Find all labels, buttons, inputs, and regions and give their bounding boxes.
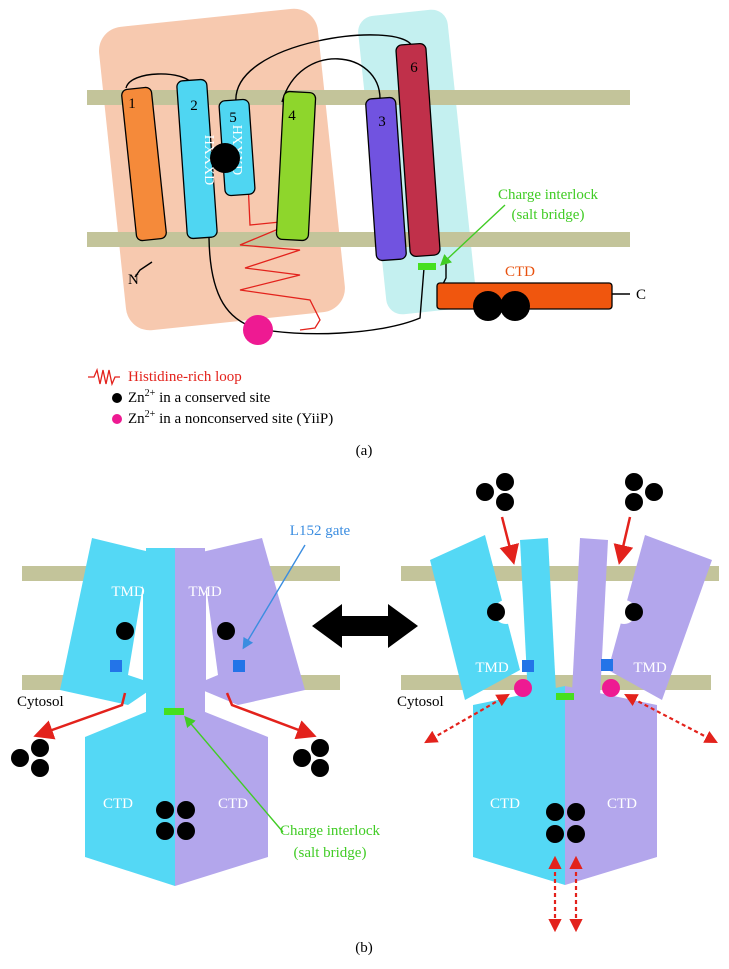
helix-label-6: 6 [410,60,418,76]
cavity-purple-left [206,585,218,680]
tmd-purple-right-outer [608,535,712,700]
tmd-label-cyan-left: TMD [111,584,145,600]
legend-zinc-nonconserved-icon [112,414,122,424]
release-arrow-purple-left [225,692,317,740]
zinc-nonconserved-loop [243,315,273,345]
ctd-label-purple-right: CTD [607,796,637,812]
cytosol-label-left: Cytosol [17,694,64,710]
zinc-cluster-released-left-purple [293,739,329,777]
influx-arrow-cyan-right [499,516,519,565]
ctd-label-purple-left: CTD [218,796,248,812]
ctd-purple-right [565,686,657,885]
ctd-cyan-left [85,700,175,886]
tmd-label-purple-left: TMD [188,584,222,600]
ctd-cyan-right [473,686,565,885]
zinc-cluster-released-left-cyan [11,739,49,777]
tmd-label-purple-right: TMD [633,660,667,676]
panel-b: TMD TMD L152 gate Charge interlock (salt… [11,473,719,956]
zinc-ctd-1 [473,291,503,321]
zinc-tmd-purple-left [217,622,235,640]
helix-label-1: 1 [128,96,136,112]
charge-interlock-label-b: Charge interlock [280,823,381,839]
helix-label-5: 5 [229,110,237,126]
ctd-label-a: CTD [505,264,535,280]
helix-1 [121,86,167,242]
helix-3 [365,96,407,262]
charge-interlock-bar-b-right [556,693,574,700]
legend-his-loop-text: Histidine-rich loop [128,369,242,385]
ctd-label-cyan-left: CTD [103,796,133,812]
ctd-purple-left [175,700,268,886]
tmd-cyan-left-outer [60,538,150,705]
zinc-conserved-tmd [210,143,240,173]
tmd-cyan-right-core [520,538,556,697]
zinc-tmd-cyan-right [487,603,505,621]
gate-square-purple-right [601,659,613,671]
legend-zinc-conserved-text: Zn2+ in a conserved site [128,388,271,406]
legend-loop-icon [88,367,120,387]
influx-arrow-purple-right [613,516,634,565]
tmd-purple-left-core [175,548,205,713]
n-terminus-label: N [128,272,139,288]
state-transition-double-arrow [312,604,418,648]
l152-gate-arrow [242,544,306,650]
left-state-dimer [60,538,305,886]
zinc-nonconserved-purple-right [602,679,620,697]
cavity-cyan-left [128,585,143,680]
zinc-ctd-2 [500,291,530,321]
charge-interlock-arrow-a [439,204,506,266]
tmd-purple-right-core [572,538,608,697]
l152-gate-label: L152 gate [290,523,351,539]
zinc-tmd-purple-right [625,603,643,621]
zinc-cluster-incoming-cyan [476,473,514,511]
charge-interlock-label-a: Charge interlock [498,187,599,203]
motif-hxxxd-helix-2: HXXXD [201,135,216,186]
tmd-purple-left-outer [202,538,305,705]
helix-4 [275,90,317,242]
panel-a: 1 2 5 4 3 6 HXXXD HXXXD Charge interlock… [87,8,646,459]
salt-bridge-label-a: (salt bridge) [512,207,585,223]
charge-interlock-arrow-b [184,715,284,833]
tmd-cyan-left-core [146,548,176,713]
gate-square-cyan-right [522,660,534,672]
release-arrow-cyan-left [33,692,127,740]
exchange-arrow-cyan-right [424,693,510,744]
helix-6 [395,42,441,258]
gate-square-purple-left [233,660,245,672]
ctd-label-cyan-right: CTD [490,796,520,812]
cytosol-label-right: Cytosol [397,694,444,710]
gate-square-cyan-left [110,660,122,672]
charge-interlock-bar-a [418,263,436,270]
zinc-cluster-incoming-purple [625,473,663,511]
zinc-nonconserved-cyan-right [514,679,532,697]
zinc-cluster-ctd-left [156,801,195,840]
zinc-tmd-cyan-left [116,622,134,640]
legend-zinc-nonconserved-text: Zn2+ in a nonconserved site (YiiP) [128,409,333,427]
n-terminus-tail [134,261,153,278]
helix-label-4: 4 [288,108,296,124]
tmd-cyan-right-outer [430,535,520,700]
panel-b-caption: (b) [355,940,373,956]
legend-zinc-conserved-icon [112,393,122,403]
charge-interlock-bar-b-left [164,708,184,715]
legend: Histidine-rich loop Zn2+ in a conserved … [88,367,333,427]
membrane-bottom [87,232,630,247]
tmd-label-cyan-right: TMD [475,660,509,676]
panel-a-caption: (a) [356,443,373,459]
helix-label-2: 2 [190,98,198,114]
membrane-top [87,90,630,105]
zinc-cluster-ctd-right [546,803,585,843]
c-terminus-label: C [636,287,646,303]
exchange-arrow-purple-right [624,693,718,744]
salt-bridge-label-b: (salt bridge) [294,845,367,861]
helix-label-3: 3 [378,114,386,130]
